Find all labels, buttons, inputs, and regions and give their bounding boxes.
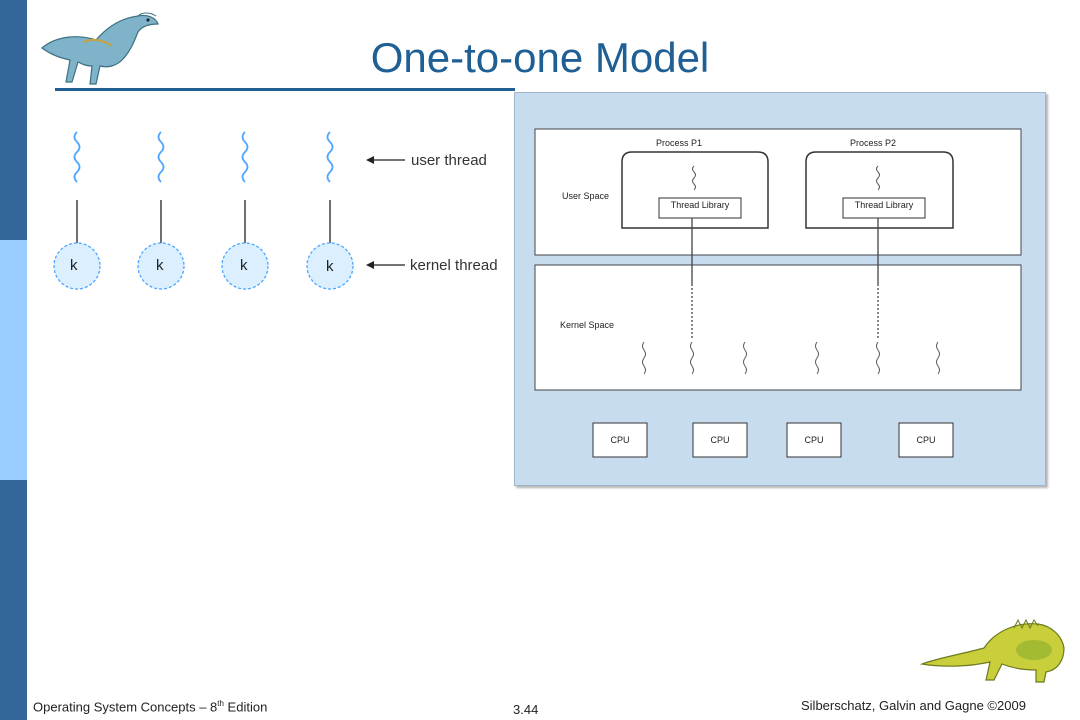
arrow-head bbox=[366, 261, 374, 269]
kernel-thread-node bbox=[53, 242, 101, 290]
user-thread-label: user thread bbox=[411, 152, 487, 169]
kernel-thread-node bbox=[137, 242, 185, 290]
cpu-box bbox=[692, 422, 748, 458]
cpu-label: CPU bbox=[804, 435, 824, 445]
page-title: One-to-one Model bbox=[370, 34, 710, 81]
footer-copyright: Silberschatz, Galvin and Gagne ©2009 bbox=[801, 698, 1026, 713]
cpu-box bbox=[786, 422, 842, 458]
kernel-thread-label: kernel thread bbox=[410, 257, 498, 274]
footer-book-title: Operating System Concepts – 8th Edition bbox=[33, 699, 267, 714]
sidebar-band-middle bbox=[0, 240, 27, 480]
one-to-one-diagram bbox=[53, 131, 405, 290]
user-thread-squiggle bbox=[241, 131, 249, 183]
kernel-space-box bbox=[534, 264, 1022, 391]
user-thread-squiggle bbox=[326, 131, 334, 183]
sidebar-band-top bbox=[0, 0, 27, 240]
sidebar-band-bottom bbox=[0, 480, 27, 720]
kernel-thread-squiggle bbox=[743, 341, 747, 375]
thread-library-box bbox=[842, 197, 926, 219]
thread-library-label: Thread Library bbox=[670, 200, 730, 210]
kernel-thread-node bbox=[306, 242, 354, 290]
cpu-box bbox=[898, 422, 954, 458]
user-thread-squiggle bbox=[876, 165, 880, 191]
page-number: 3.44 bbox=[513, 702, 539, 717]
arrow-head bbox=[366, 156, 374, 164]
kernel-thread-node bbox=[221, 242, 269, 290]
dinosaur-icon bbox=[41, 12, 159, 85]
title-underline bbox=[55, 88, 515, 91]
user-thread-squiggle bbox=[73, 131, 81, 183]
process-name: Process P1 bbox=[656, 138, 703, 148]
kernel-thread-squiggle bbox=[936, 341, 940, 375]
footer-book-title-main: Operating System Concepts – 8 bbox=[33, 699, 218, 715]
thread-library-box bbox=[658, 197, 742, 219]
kernel-space-label: Kernel Space bbox=[560, 320, 615, 330]
cpu-label: CPU bbox=[916, 435, 936, 445]
cpu-label: CPU bbox=[710, 435, 730, 445]
kernel-node-label: k bbox=[70, 257, 78, 274]
kernel-thread-squiggle bbox=[876, 341, 880, 375]
kernel-thread-squiggle bbox=[642, 341, 646, 375]
user-space-label: User Space bbox=[562, 191, 610, 201]
dinosaur-icon bbox=[919, 618, 1065, 683]
address-space-diagram bbox=[534, 128, 1022, 458]
kernel-node-label: k bbox=[326, 258, 334, 275]
kernel-thread-squiggle bbox=[690, 341, 694, 375]
kernel-thread-squiggle bbox=[815, 341, 819, 375]
user-thread-squiggle bbox=[157, 131, 165, 183]
process-name: Process P2 bbox=[850, 138, 897, 148]
thread-library-label: Thread Library bbox=[854, 200, 914, 210]
kernel-node-label: k bbox=[240, 257, 248, 274]
cpu-box bbox=[592, 422, 648, 458]
footer-book-title-sup: th bbox=[217, 699, 224, 708]
kernel-node-label: k bbox=[156, 257, 164, 274]
user-thread-squiggle bbox=[692, 165, 696, 191]
footer-book-title-tail: Edition bbox=[223, 699, 268, 715]
cpu-label: CPU bbox=[610, 435, 630, 445]
